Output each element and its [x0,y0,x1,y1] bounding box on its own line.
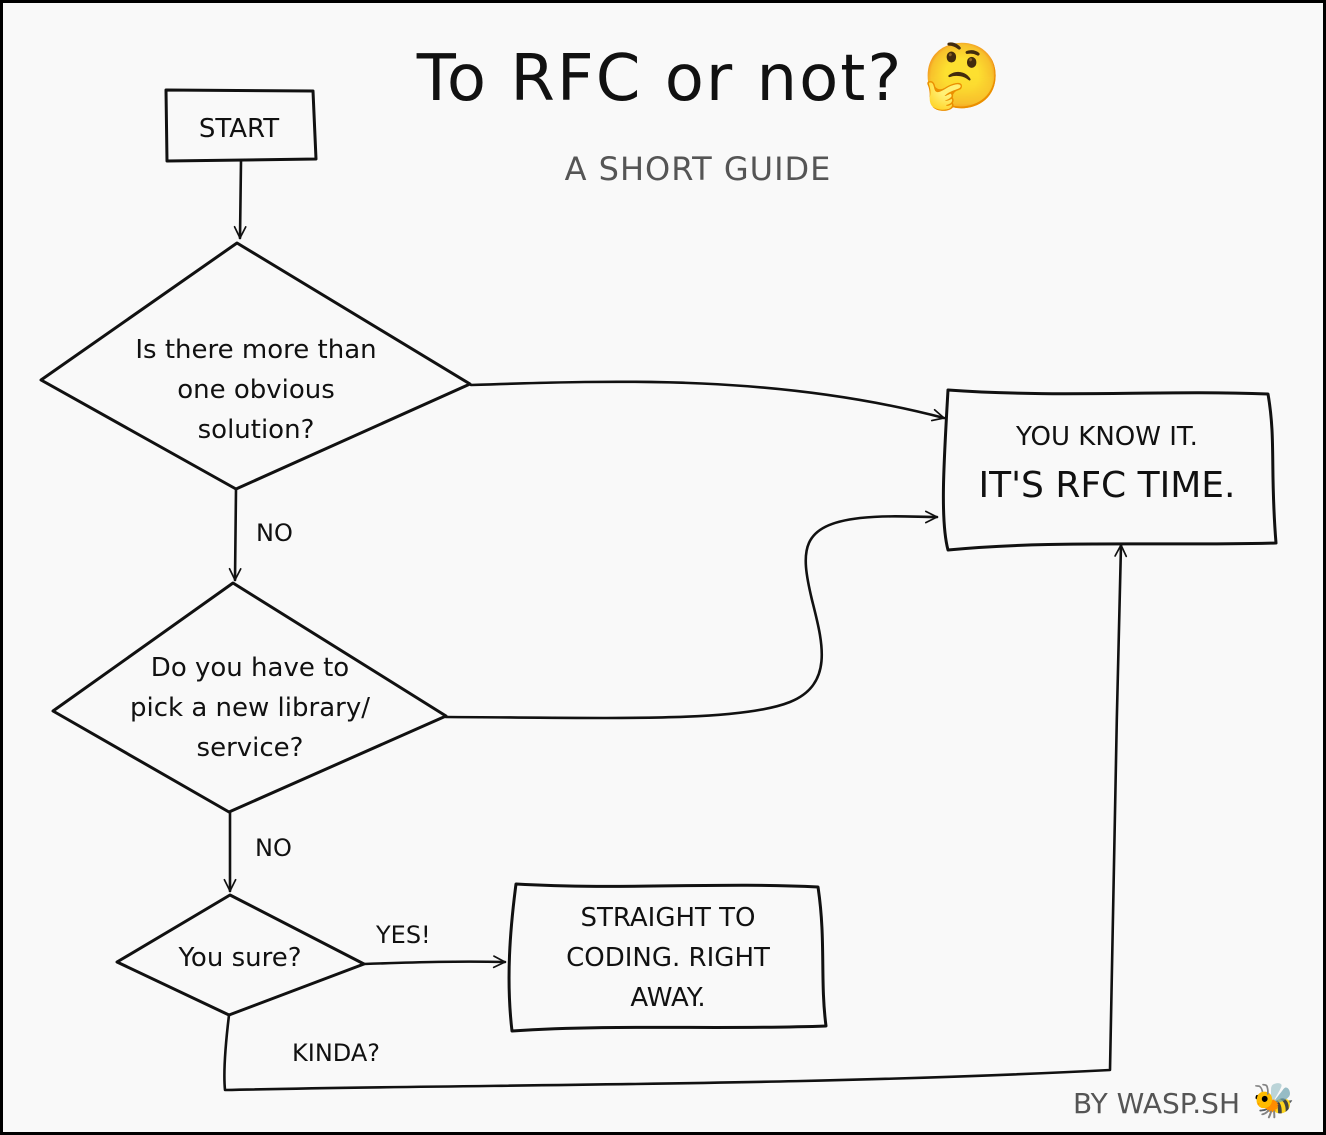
coding-line-3: AWAY. [630,983,705,1013]
q2-line-3: service? [197,733,304,763]
edge-label-q1-no: NO [256,519,293,547]
start-node [164,88,318,163]
q3-label: You sure? [177,943,301,973]
footer-credit: BY WASP.SH [1073,1087,1240,1120]
edge-q1-to-rfc [469,380,946,422]
start-label: START [199,114,279,144]
diagram-title: To RFC or not? [416,42,904,116]
edge-q2-to-rfc [444,510,939,720]
q2-line-1: Do you have to [151,653,349,683]
thinking-face-icon: 🤔 [922,40,1002,114]
rfc-time-node [941,388,1278,552]
flowchart-canvas [3,3,1323,1132]
q2-line-2: pick a new library/ [130,693,370,723]
q1-line-2: one obvious [177,375,335,405]
q1-line-1: Is there more than [135,335,376,365]
straight-to-coding-node [507,882,828,1033]
edge-q3-to-rfc [223,543,1128,1092]
question-more-than-one-solution [39,241,472,491]
rfc-line-1: YOU KNOW IT. [1015,422,1198,452]
edge-label-q2-no: NO [255,834,292,862]
coding-line-1: STRAIGHT TO [580,903,755,933]
edge-q3-to-coding [362,955,507,969]
rfc-line-2: IT'S RFC TIME. [979,465,1236,506]
coding-line-2: CODING. RIGHT [566,943,770,973]
edge-start-to-q1 [233,159,247,240]
diagram-subtitle: A SHORT GUIDE [565,150,832,188]
edge-q1-to-q2 [228,487,242,582]
edge-label-q3-yes: YES! [375,921,431,949]
edge-label-q3-kinda: KINDA? [292,1039,380,1067]
q1-line-3: solution? [198,415,315,445]
bee-icon: 🐝 [1253,1081,1295,1121]
